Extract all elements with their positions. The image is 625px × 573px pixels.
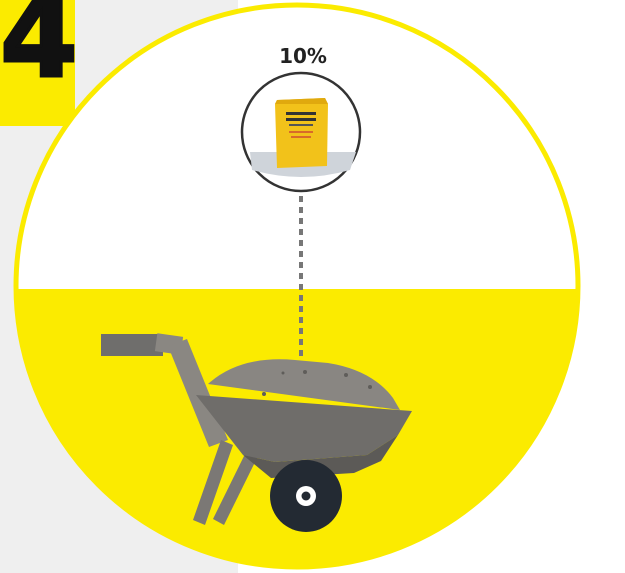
wheelbarrow-icon xyxy=(101,333,412,532)
mix-percentage: 10% xyxy=(279,44,327,68)
step-number: 4 xyxy=(0,0,79,103)
step-badge: 4 xyxy=(0,0,79,126)
cement-bag-icon xyxy=(240,71,362,193)
